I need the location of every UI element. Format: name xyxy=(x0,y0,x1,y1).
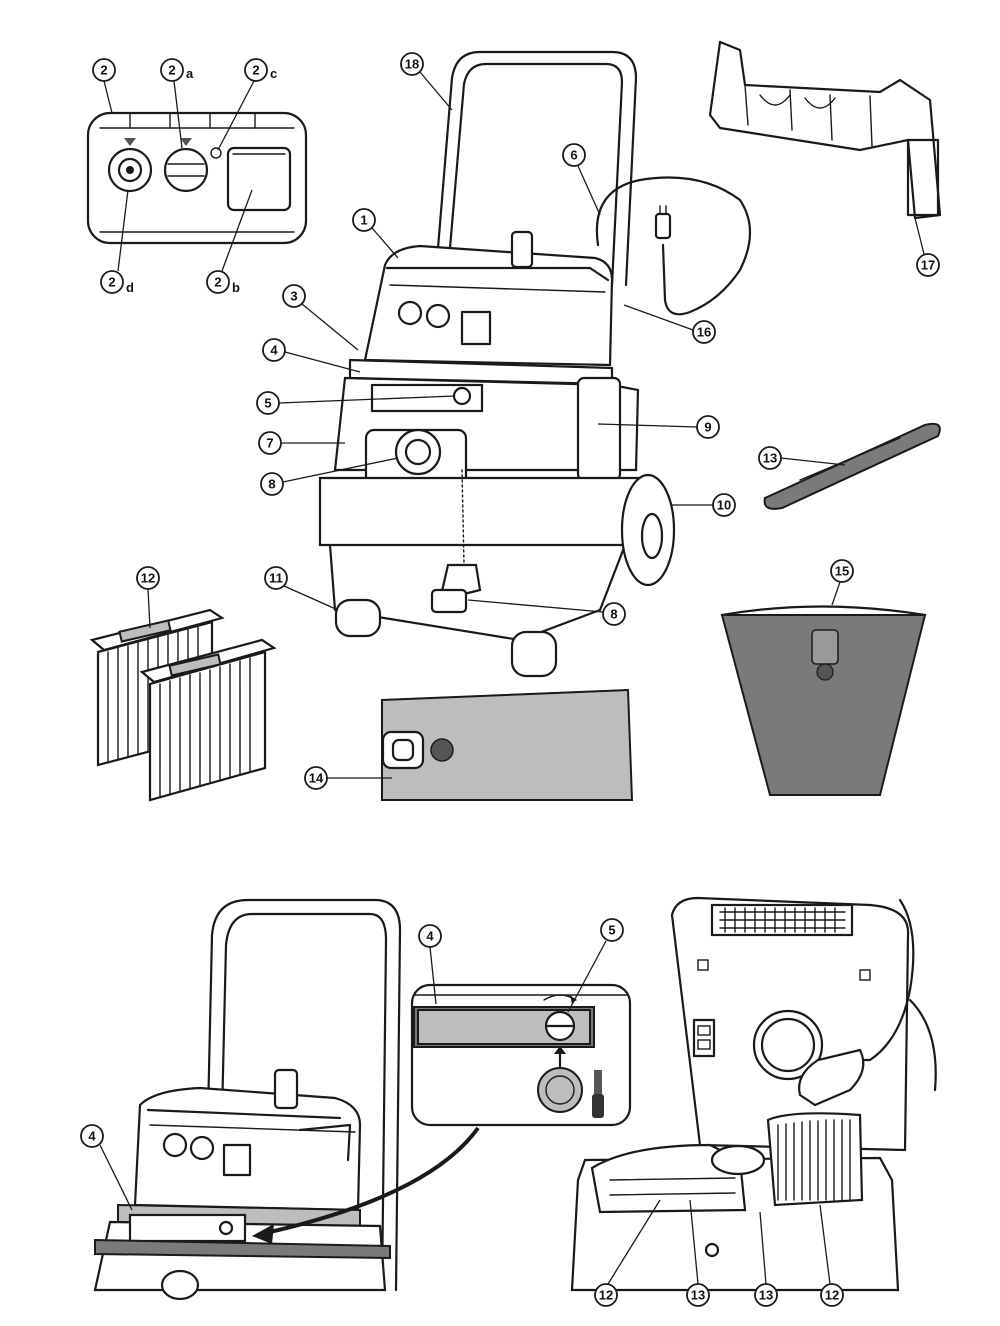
callout-4-detail: 4 xyxy=(418,924,442,948)
control-panel-detail xyxy=(86,111,308,245)
svg-text:18: 18 xyxy=(405,57,419,72)
callout-13: 13 xyxy=(758,446,782,470)
disposal-bag xyxy=(720,605,927,796)
callout-2a: 2 xyxy=(160,58,184,82)
svg-text:6: 6 xyxy=(570,148,577,163)
filter-replacement-view xyxy=(570,896,937,1292)
callout-2: 2 xyxy=(92,58,116,82)
callout-13-bottom-right: 13 xyxy=(754,1283,778,1307)
vacuum-cleaner-main xyxy=(318,50,751,678)
svg-text:11: 11 xyxy=(269,571,283,586)
filter-cartridges xyxy=(89,608,277,802)
callout-2b-suffix: b xyxy=(232,280,240,295)
svg-text:2: 2 xyxy=(252,63,259,78)
filter-bag-flat xyxy=(381,688,634,801)
callout-5-detail: 5 xyxy=(600,918,624,942)
callout-4: 4 xyxy=(262,338,286,362)
power-switch-knob xyxy=(107,138,153,193)
svg-text:2: 2 xyxy=(108,275,115,290)
svg-text:4: 4 xyxy=(426,929,434,944)
svg-text:2: 2 xyxy=(168,63,175,78)
svg-text:3: 3 xyxy=(290,289,297,304)
callout-8-cap: 8 xyxy=(602,602,626,626)
callout-2b: 2 xyxy=(206,270,230,294)
svg-text:17: 17 xyxy=(921,258,935,273)
callout-2a-suffix: a xyxy=(186,66,194,81)
suction-regulator-knob xyxy=(163,138,222,193)
svg-text:2: 2 xyxy=(100,63,107,78)
svg-text:4: 4 xyxy=(270,343,278,358)
svg-text:7: 7 xyxy=(266,436,273,451)
svg-text:12: 12 xyxy=(599,1288,613,1303)
latch-bar-view xyxy=(93,898,480,1301)
label-area xyxy=(226,146,292,212)
callout-2d-suffix: d xyxy=(126,280,134,295)
callout-5: 5 xyxy=(256,391,280,415)
callout-12: 12 xyxy=(136,566,160,590)
callout-13-bottom-left: 13 xyxy=(686,1283,710,1307)
callout-17: 17 xyxy=(916,253,940,277)
svg-text:8: 8 xyxy=(268,477,275,492)
callout-8: 8 xyxy=(260,472,284,496)
callout-10: 10 xyxy=(712,493,736,517)
callout-11: 11 xyxy=(264,566,288,590)
svg-text:5: 5 xyxy=(264,396,271,411)
svg-text:12: 12 xyxy=(825,1288,839,1303)
svg-text:10: 10 xyxy=(717,498,731,513)
svg-text:15: 15 xyxy=(835,564,849,579)
callout-2c-suffix: c xyxy=(270,66,277,81)
svg-text:9: 9 xyxy=(704,420,711,435)
callout-12-bottom-left: 12 xyxy=(594,1283,618,1307)
svg-text:1: 1 xyxy=(360,213,367,228)
svg-text:5: 5 xyxy=(608,923,615,938)
callout-2c: 2 xyxy=(244,58,268,82)
callout-3: 3 xyxy=(282,284,306,308)
callout-12-bottom-right: 12 xyxy=(820,1283,844,1307)
svg-text:8: 8 xyxy=(610,607,617,622)
callout-7: 7 xyxy=(258,431,282,455)
callout-9: 9 xyxy=(696,415,720,439)
svg-text:16: 16 xyxy=(697,325,711,340)
callout-4-bottom: 4 xyxy=(80,1124,104,1148)
latch-screw-detail xyxy=(410,983,632,1127)
svg-text:14: 14 xyxy=(309,771,324,786)
svg-text:12: 12 xyxy=(141,571,155,586)
svg-text:13: 13 xyxy=(759,1288,773,1303)
crevice-nozzle xyxy=(763,422,941,510)
callout-14: 14 xyxy=(304,766,328,790)
callout-15: 15 xyxy=(830,559,854,583)
callout-18: 18 xyxy=(400,52,424,76)
callout-1: 1 xyxy=(352,208,376,232)
svg-text:13: 13 xyxy=(763,451,777,466)
svg-text:4: 4 xyxy=(88,1129,96,1144)
callout-6: 6 xyxy=(562,143,586,167)
svg-text:13: 13 xyxy=(691,1288,705,1303)
svg-text:2: 2 xyxy=(214,275,221,290)
callout-2d: 2 xyxy=(100,270,124,294)
hose-holder-bracket xyxy=(708,40,942,220)
callout-16: 16 xyxy=(692,320,716,344)
